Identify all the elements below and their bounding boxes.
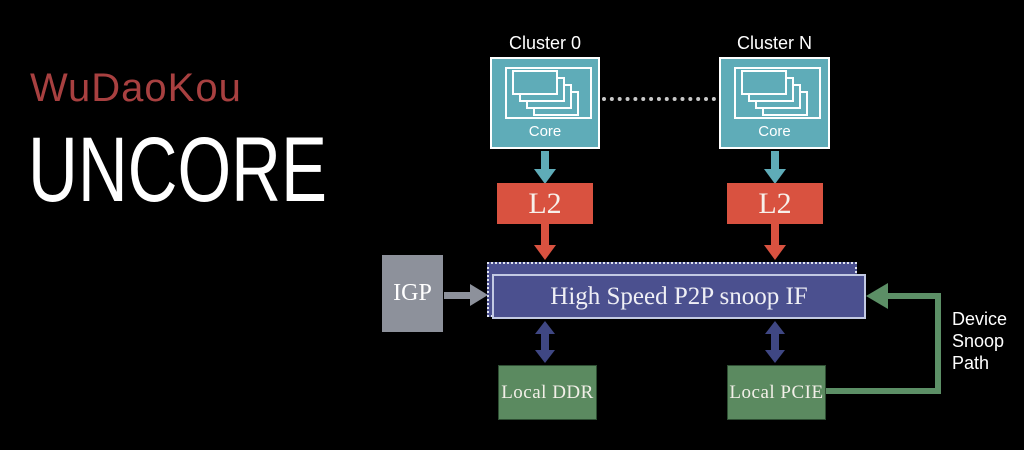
snoop-ddr-arrowhead-down: [535, 350, 555, 363]
device-snoop-path-vertical-segment: [935, 293, 941, 394]
l2-n-to-snoop-arrowhead: [764, 245, 786, 260]
l2-label: L2: [528, 186, 562, 220]
igp-to-snoop-arrowhead: [470, 284, 488, 306]
core-stack-icon: [505, 67, 592, 119]
local-ddr-label: Local DDR: [501, 381, 594, 403]
coreN-to-l2-arrow: [771, 151, 779, 171]
core0-to-l2-arrow: [541, 151, 549, 171]
device-snoop-path-line: Snoop: [952, 331, 1005, 351]
l2-0-to-snoop-arrow: [541, 224, 549, 246]
core-stack-icon: [734, 67, 821, 119]
local-pcie-label: Local PCIE: [729, 381, 824, 403]
local-pcie-box: Local PCIE: [727, 365, 826, 420]
device-snoop-path-line: Path: [952, 353, 990, 373]
l2-box-0: L2: [497, 183, 593, 224]
snoop-ddr-arrowhead-up: [535, 321, 555, 334]
snoop-ddr-arrow: [541, 332, 549, 352]
l2-0-to-snoop-arrowhead: [534, 245, 556, 260]
cluster-n-box: Core: [719, 57, 830, 149]
cluster-n-label: Cluster N: [736, 33, 812, 53]
cluster-0-box: Core: [490, 57, 600, 149]
l2-n-to-snoop-arrow: [771, 224, 779, 246]
core-card: [512, 70, 558, 95]
device-snoop-path-line: Device: [952, 309, 1008, 329]
cluster-0-label: Cluster 0: [508, 33, 582, 53]
snoop-pcie-arrowhead-up: [765, 321, 785, 334]
igp-label: IGP: [393, 280, 432, 306]
l2-box-n: L2: [727, 183, 823, 224]
core-card: [741, 70, 787, 95]
l2-label: L2: [758, 186, 792, 220]
coreN-to-l2-arrowhead: [764, 169, 786, 184]
page-title: UNCORE: [28, 124, 427, 216]
device-snoop-path-bottom-segment: [826, 388, 941, 394]
snoop-pcie-arrow: [771, 332, 779, 352]
brand-title: WuDaoKou: [30, 66, 242, 110]
page-title-text: UNCORE: [28, 119, 328, 221]
core-label: Core: [528, 123, 562, 140]
snoop-pcie-arrowhead-down: [765, 350, 785, 363]
local-ddr-box: Local DDR: [498, 365, 597, 420]
igp-box: IGP: [382, 255, 443, 332]
device-snoop-path-label: Device Snoop Path: [952, 308, 1007, 374]
igp-to-snoop-arrow: [444, 292, 472, 299]
core-label: Core: [758, 123, 791, 140]
device-snoop-path-arrowhead: [866, 283, 888, 309]
snoop-bar-label: High Speed P2P snoop IF: [550, 282, 808, 310]
cluster-link-dotted: [602, 97, 716, 101]
device-snoop-path-top-segment: [888, 293, 941, 299]
core0-to-l2-arrowhead: [534, 169, 556, 184]
snoop-bar: High Speed P2P snoop IF: [492, 274, 866, 319]
